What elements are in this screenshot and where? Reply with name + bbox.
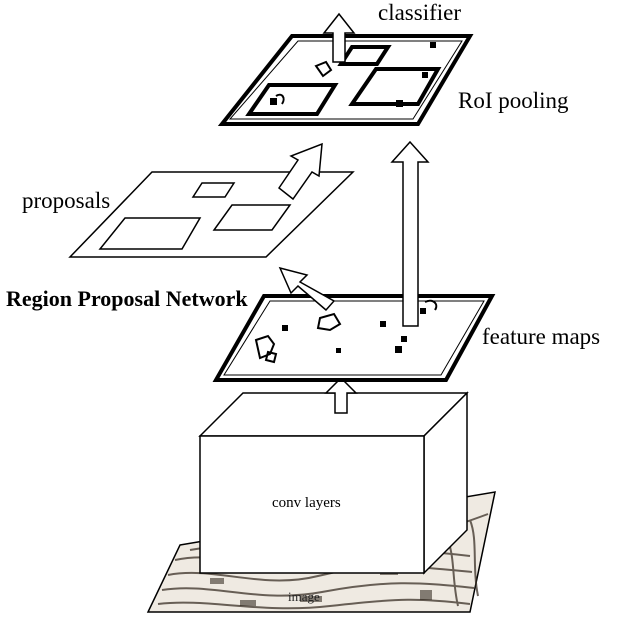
arrow-proposals-to-roi [277,142,323,201]
feature-maps-label: feature maps [482,324,601,349]
classifier-label: classifier [378,0,462,25]
roi-pooling-plane [217,34,474,126]
arrow-conv-to-feature [324,376,358,414]
feature-maps-plane [212,294,496,382]
roi-pooling-label: RoI pooling [458,88,569,113]
proposals-plane [68,171,355,258]
conv-layers-box [198,391,469,575]
image-label: image [288,589,320,604]
rpn-label: Region Proposal Network [6,286,248,311]
arrow-rpn [278,266,336,312]
arrow-feature-to-roi [390,140,430,327]
arrow-roi-to-classifier [322,12,356,63]
proposals-label: proposals [22,188,111,213]
conv-layers-label: conv layers [272,495,341,511]
